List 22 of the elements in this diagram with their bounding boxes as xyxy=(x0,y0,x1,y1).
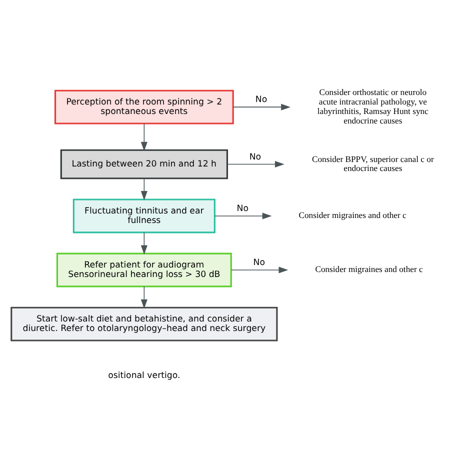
node-box: Start low-salt diet and betahistine, and consider a diuretic. Refer to otolaryngology–head and neck surgery xyxy=(10,306,278,341)
node-text: Consider orthostatic or neurolo acute intracranial pathology, ve labyrinthitis, Ramsay Hunt sync endocrine causes xyxy=(317,86,428,125)
arrow xyxy=(140,286,148,308)
arrow xyxy=(140,178,148,200)
arrow xyxy=(232,103,290,110)
edge-label: No xyxy=(236,204,249,214)
arrow xyxy=(227,160,284,168)
node-box: Lasting between 20 min and 12 h xyxy=(60,148,228,179)
label: ositional vertigo. xyxy=(108,370,180,380)
node-text: Consider migraines and other c xyxy=(315,264,423,274)
edge-label: No xyxy=(253,258,265,268)
node-box: Refer patient for audiogram Sensorineural hearing loss > 30 dB xyxy=(56,252,232,287)
node-text: Consider migraines and other c xyxy=(298,210,406,220)
node-text: Consider BPPV, superior canal c or endocrine causes xyxy=(312,153,434,173)
edge-label: No xyxy=(249,152,262,162)
edge-label: No xyxy=(255,94,268,105)
arrow xyxy=(140,232,148,254)
arrow xyxy=(231,266,288,273)
node-box: Perception of the room spinning > 2 spontaneous events xyxy=(54,89,234,124)
arrow xyxy=(140,122,148,151)
node-box: Fluctuating tinnitus and ear fullness xyxy=(72,198,216,233)
arrow xyxy=(214,212,272,219)
